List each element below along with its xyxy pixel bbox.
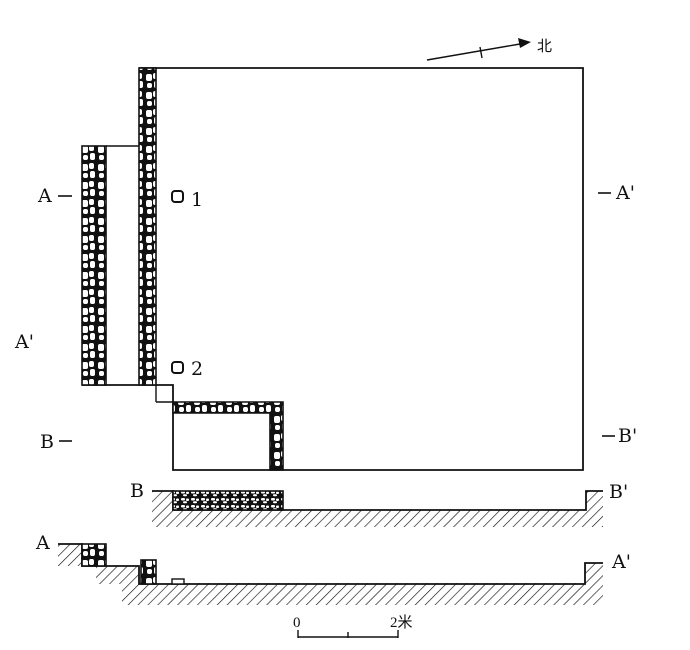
svg-text:A': A' xyxy=(14,331,34,353)
section-b-left-label: B xyxy=(130,480,144,502)
annex-stone-wall xyxy=(172,401,284,471)
north-arrow: 北 xyxy=(426,37,552,61)
svg-text:A': A' xyxy=(615,182,635,204)
section-a-post-hole xyxy=(171,578,185,585)
post-hole-2: 2 xyxy=(171,358,203,380)
section-a-left-label: A xyxy=(35,532,50,554)
scale-start-label: 0 xyxy=(293,615,301,631)
section-a-right-label: A' xyxy=(611,551,631,573)
scale-bar: 0 2米 xyxy=(293,614,413,638)
section-marker-b-right: B' xyxy=(602,425,637,447)
post-hole-2-label: 2 xyxy=(191,358,203,380)
section-marker-a-prime-left: A' xyxy=(14,331,34,353)
svg-text:A: A xyxy=(37,185,52,207)
post-hole-1: 1 xyxy=(171,189,203,211)
scale-end-label: 2米 xyxy=(390,614,413,631)
north-label: 北 xyxy=(537,37,552,55)
section-marker-a-right: A' xyxy=(598,182,635,204)
section-a-profile: A A' xyxy=(35,532,631,605)
section-marker-b-left: B xyxy=(40,431,72,453)
svg-text:B': B' xyxy=(618,425,637,447)
section-a-inner-wall xyxy=(140,559,157,585)
section-marker-a-left: A xyxy=(37,185,72,207)
section-b-stone-fill xyxy=(172,490,284,511)
house-floor-outline xyxy=(82,67,584,471)
section-a-outer-wall xyxy=(81,543,107,567)
section-b-right-label: B' xyxy=(609,481,628,503)
outer-stone-wall xyxy=(81,145,107,386)
section-b-profile: B B' xyxy=(130,480,628,527)
post-hole-1-label: 1 xyxy=(191,189,203,211)
inner-stone-wall xyxy=(138,67,157,386)
svg-text:B: B xyxy=(40,431,54,453)
